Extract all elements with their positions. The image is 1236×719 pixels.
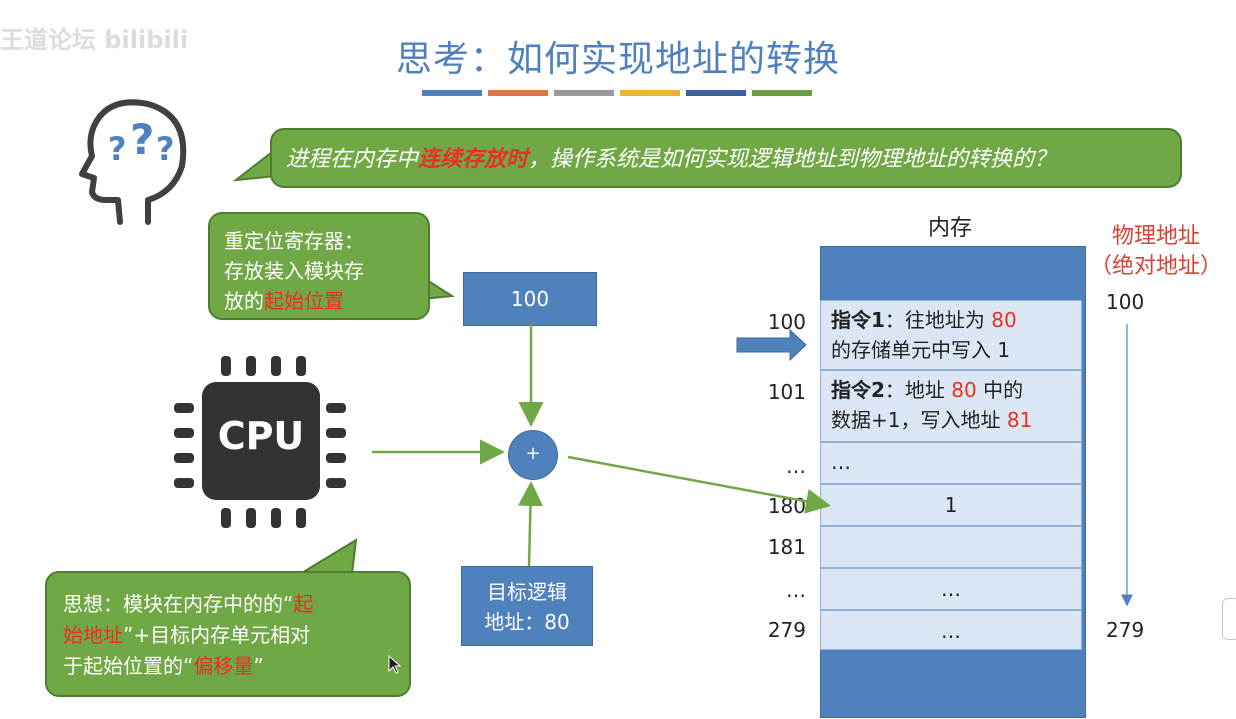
idea-text: 于起始位置的“ bbox=[63, 654, 194, 678]
title-bar bbox=[686, 90, 746, 96]
svg-text:?: ? bbox=[130, 115, 154, 164]
memory-address: 100 bbox=[767, 310, 806, 334]
question-text: 进程在内存中 bbox=[286, 147, 419, 172]
register-line: 放的起始位置 bbox=[224, 286, 414, 316]
idea-highlight: 偏移量 bbox=[193, 654, 254, 678]
memory-label: 内存 bbox=[928, 216, 973, 241]
memory-cell: … bbox=[820, 610, 1082, 650]
cpu-label: CPU bbox=[217, 414, 305, 458]
register-text: 放的 bbox=[224, 289, 264, 313]
title-bar bbox=[554, 90, 614, 96]
register-line: 存放装入模块存 bbox=[224, 259, 364, 283]
idea-highlight: 始地址 bbox=[63, 623, 123, 647]
cpu-chip-icon bbox=[174, 356, 346, 528]
memory-cell: 1 bbox=[820, 484, 1082, 526]
memory-cell: … bbox=[820, 568, 1082, 610]
instruction-name: 指令1 bbox=[831, 308, 885, 332]
mouse-cursor-icon bbox=[388, 655, 402, 674]
register-highlight: 起始位置 bbox=[264, 289, 344, 313]
adder-node: + bbox=[508, 430, 558, 480]
memory-address: … bbox=[786, 454, 806, 478]
physical-address-label: 物理地址 （绝对地址） bbox=[1086, 222, 1226, 282]
memory-cell bbox=[820, 526, 1082, 568]
memory-address: … bbox=[786, 578, 806, 602]
idea-text: ” bbox=[253, 654, 264, 678]
instruction-name: 指令2 bbox=[831, 378, 885, 402]
pc-arrow-icon bbox=[736, 328, 807, 362]
memory-cell: … bbox=[820, 442, 1082, 484]
question-text-rest: ，操作系统是如何实现逻辑地址到物理地址的转换的？ bbox=[528, 147, 1057, 172]
title-bar bbox=[620, 90, 680, 96]
title-underline-bars bbox=[422, 90, 818, 109]
physical-end: 279 bbox=[1106, 618, 1145, 642]
memory-cell: 指令2：地址 80 中的数据+1，写入地址 81 bbox=[820, 370, 1082, 442]
memory-cell: 指令1：往地址为 80 的存储单元中写入 1 bbox=[820, 300, 1082, 370]
instruction-text: 中的 bbox=[976, 378, 1024, 402]
logical-address-box: 目标逻辑 地址：80 bbox=[461, 566, 593, 646]
svg-text:?: ? bbox=[108, 130, 127, 168]
question-highlight: 连续存放时 bbox=[418, 147, 529, 172]
idea-bubble: 思想：模块在内存中的的“起 始地址”+目标内存单元相对 于起始位置的“偏移量” bbox=[45, 571, 411, 697]
register-line: 重定位寄存器： bbox=[224, 229, 364, 253]
memory-address: 279 bbox=[767, 618, 806, 642]
thinking-head-icon: ? ? ? bbox=[79, 99, 187, 225]
logical-address-line: 地址：80 bbox=[484, 610, 570, 634]
page-title: 思考：如何实现地址的转换 bbox=[395, 39, 840, 80]
instruction-text: ：地址 bbox=[884, 378, 952, 402]
idea-text: ”+目标内存单元相对 bbox=[123, 623, 311, 647]
instruction-text: 数据+1，写入地址 bbox=[831, 408, 1007, 432]
memory-cell-text: … bbox=[831, 450, 851, 474]
physical-start: 100 bbox=[1106, 290, 1145, 314]
register-bubble: 重定位寄存器： 存放装入模块存 放的起始位置 bbox=[208, 212, 430, 320]
instruction-text: 的存储单元中写入 1 bbox=[831, 338, 1011, 362]
side-scroll-handle[interactable] bbox=[1222, 598, 1236, 640]
title-bar bbox=[752, 90, 812, 96]
idea-highlight: 起 bbox=[293, 592, 314, 616]
watermark: 王道论坛 bilibili bbox=[0, 26, 189, 54]
question-bubble: 进程在内存中连续存放时，操作系统是如何实现逻辑地址到物理地址的转换的？ bbox=[270, 128, 1182, 188]
memory-address: 101 bbox=[767, 380, 806, 404]
title-bar bbox=[488, 90, 548, 96]
idea-text: 思想：模块在内存中的的“ bbox=[63, 592, 294, 616]
instruction-address: 80 bbox=[991, 308, 1017, 332]
instruction-address: 80 bbox=[951, 378, 977, 402]
physical-address-title: 物理地址 bbox=[1111, 224, 1200, 249]
instruction-address: 81 bbox=[1006, 408, 1033, 432]
title-bar bbox=[422, 90, 482, 96]
logical-address-line: 目标逻辑 bbox=[487, 580, 567, 604]
memory-address: 181 bbox=[767, 535, 806, 559]
relocation-register-value: 100 bbox=[463, 272, 597, 326]
instruction-text: ：往地址为 bbox=[884, 308, 992, 332]
svg-text:?: ? bbox=[156, 130, 175, 168]
absolute-address-title: （绝对地址） bbox=[1089, 254, 1222, 279]
